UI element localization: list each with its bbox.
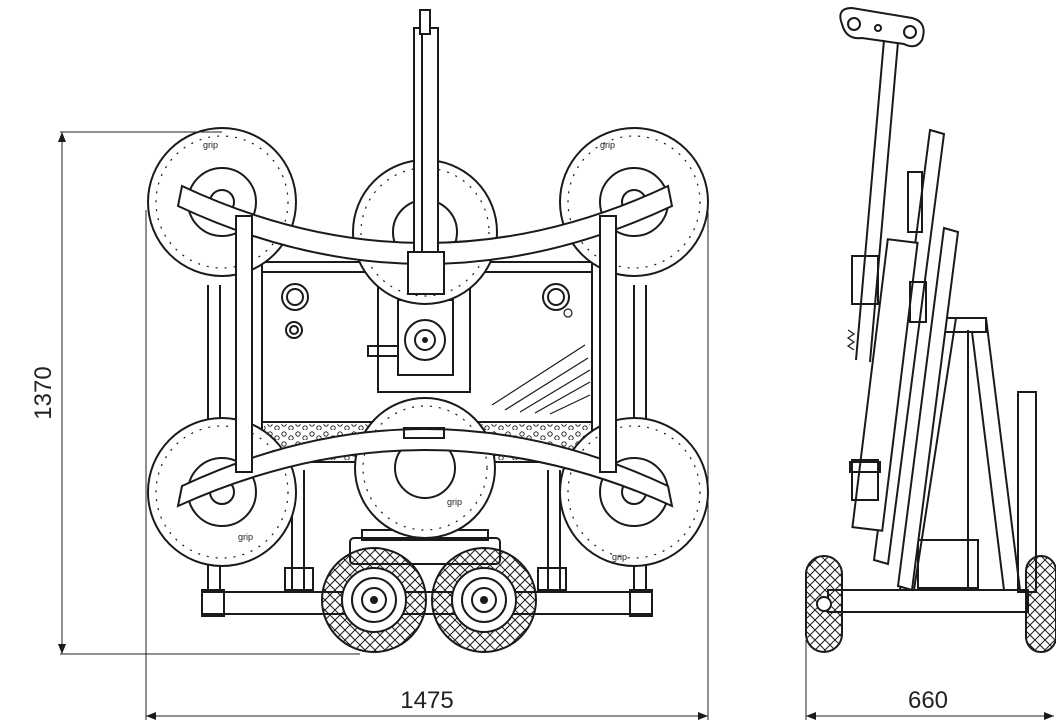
suction-pad-bottom-right	[559, 417, 709, 567]
suction-pad-top-left	[147, 127, 297, 277]
wheel-left	[321, 547, 427, 653]
suction-pad-bottom-center	[354, 397, 496, 539]
pad-brand-text: grip	[203, 140, 218, 150]
side-view	[805, 6, 1056, 653]
cross-beams	[176, 184, 674, 508]
depth-dimension-label: 660	[908, 687, 948, 714]
side-lifter-head	[839, 6, 960, 592]
pad-brand-text: grip	[238, 532, 253, 542]
dimension-height: 1370	[30, 131, 360, 655]
side-rails	[235, 215, 617, 473]
pad-brand-text: grip	[447, 497, 462, 507]
lifting-mast	[403, 9, 445, 439]
width-dimension-label: 1475	[400, 687, 453, 714]
front-wheels	[321, 547, 537, 653]
suction-pad-bottom-left	[147, 417, 297, 567]
front-view: grip grip grip grip grip	[147, 9, 709, 653]
dimension-width: 1475	[145, 210, 709, 720]
wheel-right	[431, 547, 537, 653]
pad-brand-text: grip	[612, 552, 627, 562]
side-wheels	[805, 555, 1056, 653]
pad-brand-text: grip	[600, 140, 615, 150]
dimension-depth: 660	[805, 640, 1054, 720]
height-dimension-label: 1370	[30, 366, 57, 419]
